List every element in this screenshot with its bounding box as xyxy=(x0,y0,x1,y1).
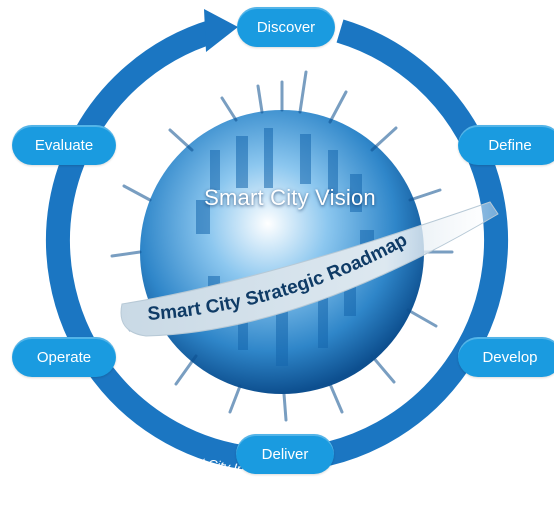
center-title: Smart City Vision xyxy=(204,185,376,210)
stage-define[interactable]: Define xyxy=(458,125,554,165)
stage-deliver[interactable]: Deliver xyxy=(236,434,334,474)
stage-develop[interactable]: Develop xyxy=(458,337,554,377)
stage-operate[interactable]: Operate xyxy=(12,337,116,377)
cycle-arrow-head xyxy=(204,9,238,52)
stage-evaluate[interactable]: Evaluate xyxy=(12,125,116,165)
stage-discover[interactable]: Discover xyxy=(237,7,335,47)
roadmap-ribbon xyxy=(120,201,499,337)
